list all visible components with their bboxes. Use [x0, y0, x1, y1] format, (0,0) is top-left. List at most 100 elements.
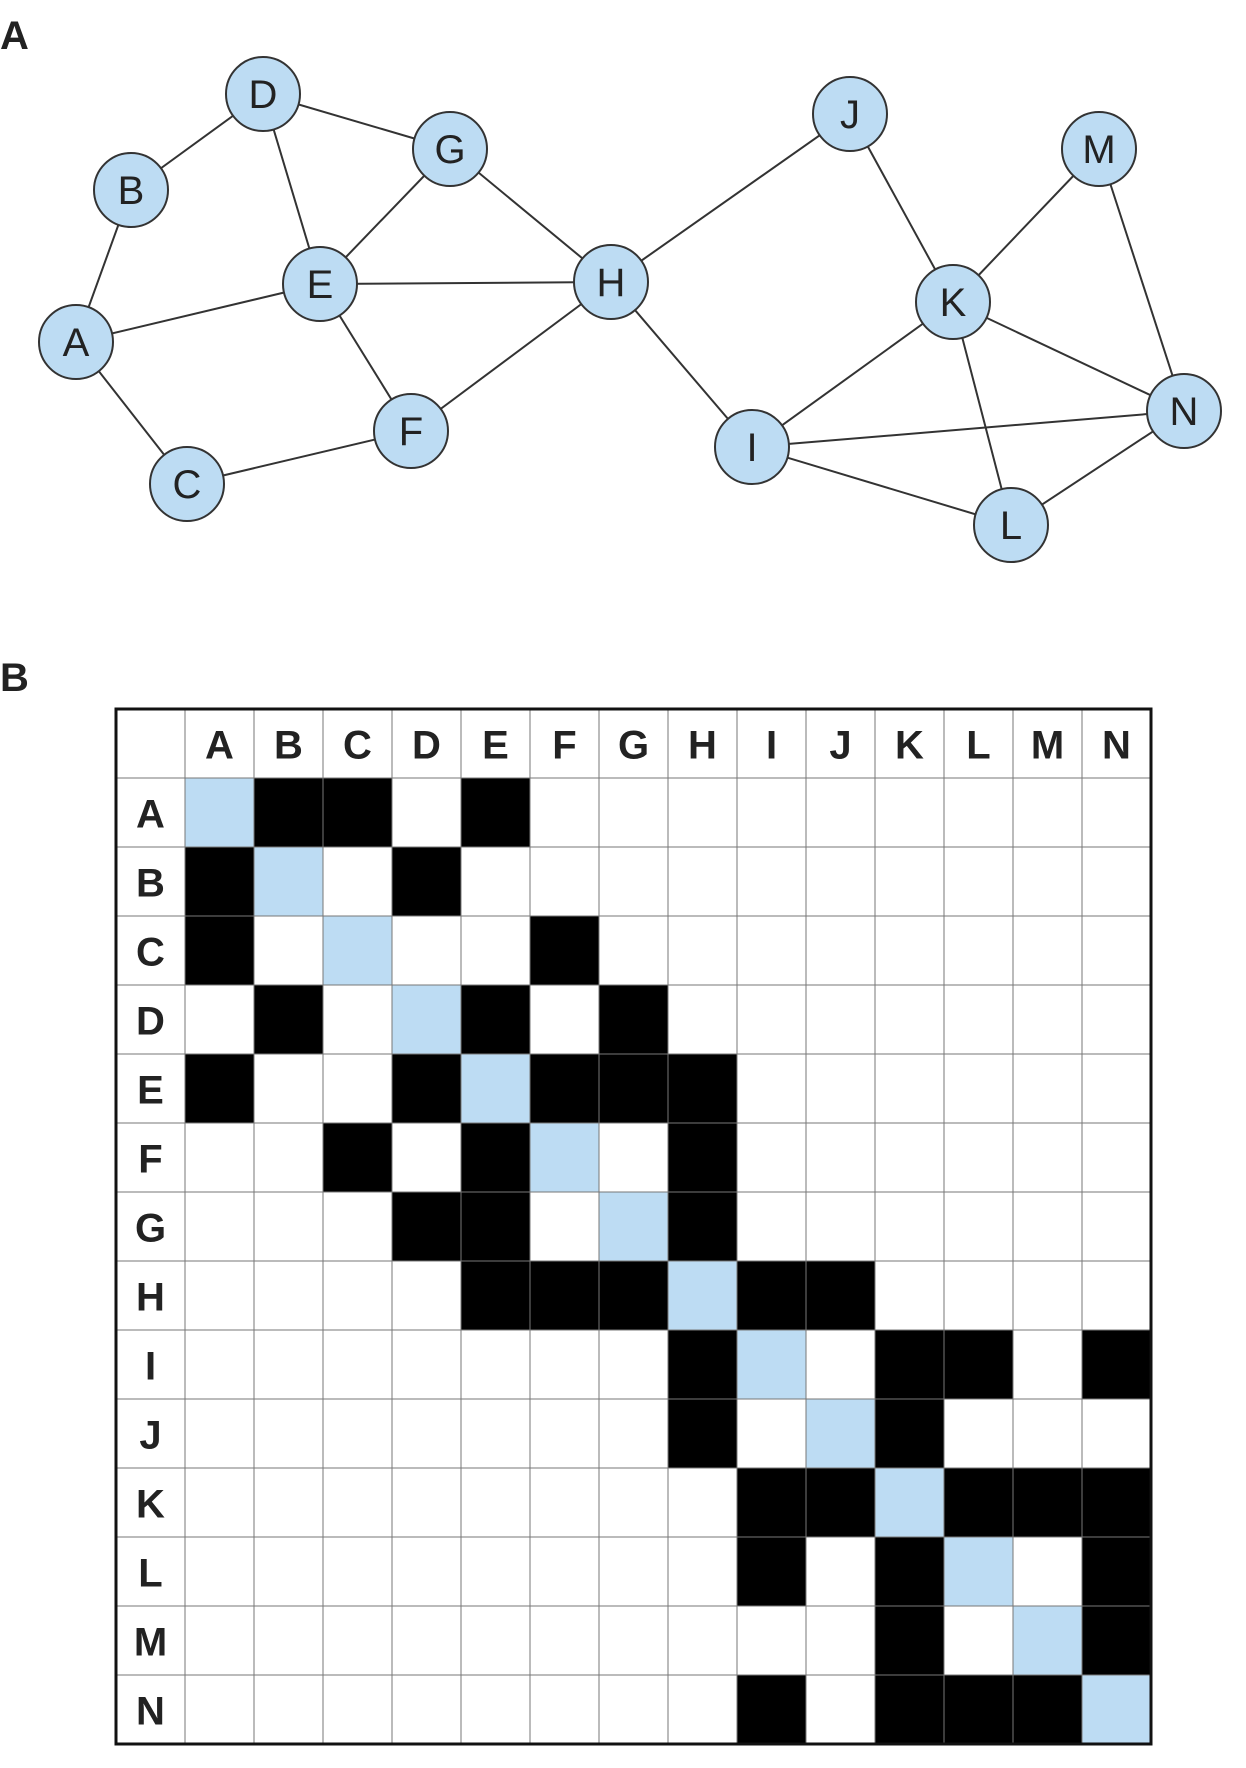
- cell-n-g: [598, 1674, 669, 1745]
- matrix-cells: [115, 708, 1152, 1745]
- cell-e-k: [874, 1053, 945, 1124]
- cell-h-i: [736, 1260, 807, 1331]
- node-circle: [1061, 111, 1137, 187]
- cell-g-b: [253, 1191, 324, 1262]
- cell-k-g: [598, 1467, 669, 1538]
- node-a: A: [38, 304, 114, 380]
- cell-a-k: [874, 777, 945, 848]
- cell-f-h: [667, 1122, 738, 1193]
- cell-a-g: [598, 777, 669, 848]
- col-header-b: B: [274, 724, 303, 768]
- node-i: I: [714, 409, 790, 485]
- cell-d-a: [184, 984, 255, 1055]
- node-label: C: [173, 463, 202, 507]
- node-circle: [973, 487, 1049, 563]
- node-h: H: [573, 244, 649, 320]
- cell-h-f: [529, 1260, 600, 1331]
- cell-e-n: [1081, 1053, 1152, 1124]
- cell-c-d: [391, 915, 462, 986]
- cell-n-j: [805, 1674, 876, 1745]
- cell-l-c: [322, 1536, 393, 1607]
- cell-f-d: [391, 1122, 462, 1193]
- node-label: J: [840, 93, 860, 137]
- cell-g-i: [736, 1191, 807, 1262]
- cell-c-h: [667, 915, 738, 986]
- cell-h-m: [1012, 1260, 1083, 1331]
- row-header-d: D: [136, 1000, 165, 1044]
- cell-l-n: [1081, 1536, 1152, 1607]
- cell-k-e: [460, 1467, 531, 1538]
- cell-a-h: [667, 777, 738, 848]
- cell-b-g: [598, 846, 669, 917]
- node-circle: [915, 264, 991, 340]
- cell-e-i: [736, 1053, 807, 1124]
- cell-f-b: [253, 1122, 324, 1193]
- cell-g-k: [874, 1191, 945, 1262]
- row-header-cell: [115, 1536, 186, 1607]
- cell-m-d: [391, 1605, 462, 1676]
- cell-d-g: [598, 984, 669, 1055]
- cell-l-d: [391, 1536, 462, 1607]
- cell-j-f: [529, 1398, 600, 1469]
- cell-m-l: [943, 1605, 1014, 1676]
- cell-m-j: [805, 1605, 876, 1676]
- edge-c-f: [186, 430, 412, 485]
- cell-b-f: [529, 846, 600, 917]
- col-header-d: D: [412, 724, 441, 768]
- cell-m-c: [322, 1605, 393, 1676]
- cell-f-a: [184, 1122, 255, 1193]
- cell-j-l: [943, 1398, 1014, 1469]
- node-label: L: [1000, 504, 1022, 548]
- cell-n-e: [460, 1674, 531, 1745]
- cell-d-d: [391, 984, 462, 1055]
- cell-n-d: [391, 1674, 462, 1745]
- cell-k-m: [1012, 1467, 1083, 1538]
- matrix-corner: [115, 708, 186, 779]
- edge-a-e: [75, 283, 321, 343]
- cell-f-f: [529, 1122, 600, 1193]
- cell-d-n: [1081, 984, 1152, 1055]
- cell-b-n: [1081, 846, 1152, 917]
- cell-h-a: [184, 1260, 255, 1331]
- cell-k-n: [1081, 1467, 1152, 1538]
- row-header-l: L: [138, 1552, 162, 1596]
- cell-i-b: [253, 1329, 324, 1400]
- cell-m-i: [736, 1605, 807, 1676]
- cell-c-j: [805, 915, 876, 986]
- cell-a-l: [943, 777, 1014, 848]
- cell-b-l: [943, 846, 1014, 917]
- cell-l-g: [598, 1536, 669, 1607]
- node-b: B: [93, 152, 169, 228]
- cell-g-g: [598, 1191, 669, 1262]
- row-header-f: F: [138, 1138, 162, 1182]
- cell-l-l: [943, 1536, 1014, 1607]
- col-header-n: N: [1102, 724, 1131, 768]
- cell-k-l: [943, 1467, 1014, 1538]
- cell-g-c: [322, 1191, 393, 1262]
- cell-l-a: [184, 1536, 255, 1607]
- cell-c-i: [736, 915, 807, 986]
- cell-j-k: [874, 1398, 945, 1469]
- node-c: C: [149, 446, 225, 522]
- cell-j-a: [184, 1398, 255, 1469]
- cell-n-c: [322, 1674, 393, 1745]
- cell-k-f: [529, 1467, 600, 1538]
- cell-i-g: [598, 1329, 669, 1400]
- cell-a-c: [322, 777, 393, 848]
- cell-e-h: [667, 1053, 738, 1124]
- cell-l-j: [805, 1536, 876, 1607]
- cell-j-i: [736, 1398, 807, 1469]
- cell-h-b: [253, 1260, 324, 1331]
- cell-e-g: [598, 1053, 669, 1124]
- cell-i-e: [460, 1329, 531, 1400]
- col-header-m: M: [1031, 724, 1064, 768]
- cell-m-b: [253, 1605, 324, 1676]
- cell-k-d: [391, 1467, 462, 1538]
- panel-b-label: B: [0, 656, 29, 700]
- cell-c-k: [874, 915, 945, 986]
- node-circle: [714, 409, 790, 485]
- col-header-f: F: [552, 724, 576, 768]
- cell-c-m: [1012, 915, 1083, 986]
- row-header-cell: [115, 1467, 186, 1538]
